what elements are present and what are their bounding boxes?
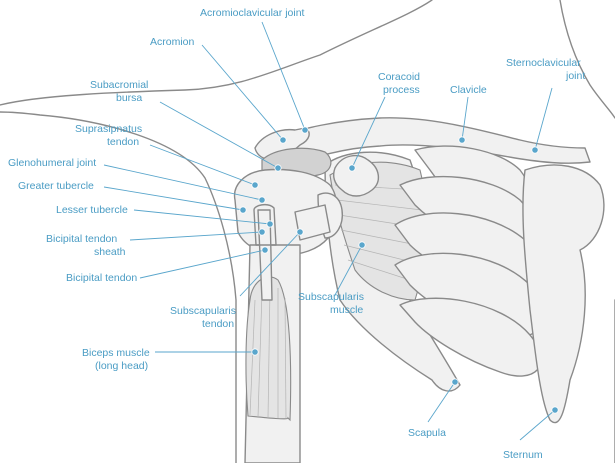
label-greater-tubercle: Greater tubercle <box>18 180 94 192</box>
label-subacromial-line2: bursa <box>116 92 142 104</box>
label-sternoclavicular-line2: joint <box>565 70 585 82</box>
label-sternum: Sternum <box>503 449 543 461</box>
label-suprasipnatus-line2: tendon <box>107 136 139 148</box>
label-coracoid-line1: Coracoid <box>378 71 420 83</box>
label-biceps-line1: Biceps muscle <box>82 347 150 359</box>
label-subacromial-line1: Subacromial <box>90 79 148 91</box>
label-bicipital-tendon: Bicipital tendon <box>66 272 137 284</box>
label-sternoclavicular-line1: Sternoclavicular <box>506 57 581 69</box>
label-suprasipnatus-line1: Suprasipnatus <box>75 123 142 135</box>
label-scapula: Scapula <box>408 427 446 439</box>
label-biceps-line2: (long head) <box>95 360 148 372</box>
sternum-bone <box>523 165 604 423</box>
label-subscap-tendon-line1: Subscapularis <box>170 305 236 317</box>
label-coracoid-line2: process <box>383 84 420 96</box>
label-bicipital-sheath-line2: sheath <box>94 246 126 258</box>
label-subscap-muscle-line2: muscle <box>330 304 363 316</box>
label-subscap-tendon-line2: tendon <box>202 318 234 330</box>
label-subscap-muscle-line1: Subscapularis <box>298 291 364 303</box>
label-acromion: Acromion <box>150 36 195 48</box>
label-lesser-tubercle: Lesser tubercle <box>56 204 128 216</box>
label-clavicle: Clavicle <box>450 84 487 96</box>
label-bicipital-sheath-line1: Bicipital tendon <box>46 233 117 245</box>
label-acromioclavicular-joint: Acromioclavicular joint <box>200 7 305 19</box>
label-glenohumeral-joint: Glenohumeral joint <box>8 157 96 169</box>
